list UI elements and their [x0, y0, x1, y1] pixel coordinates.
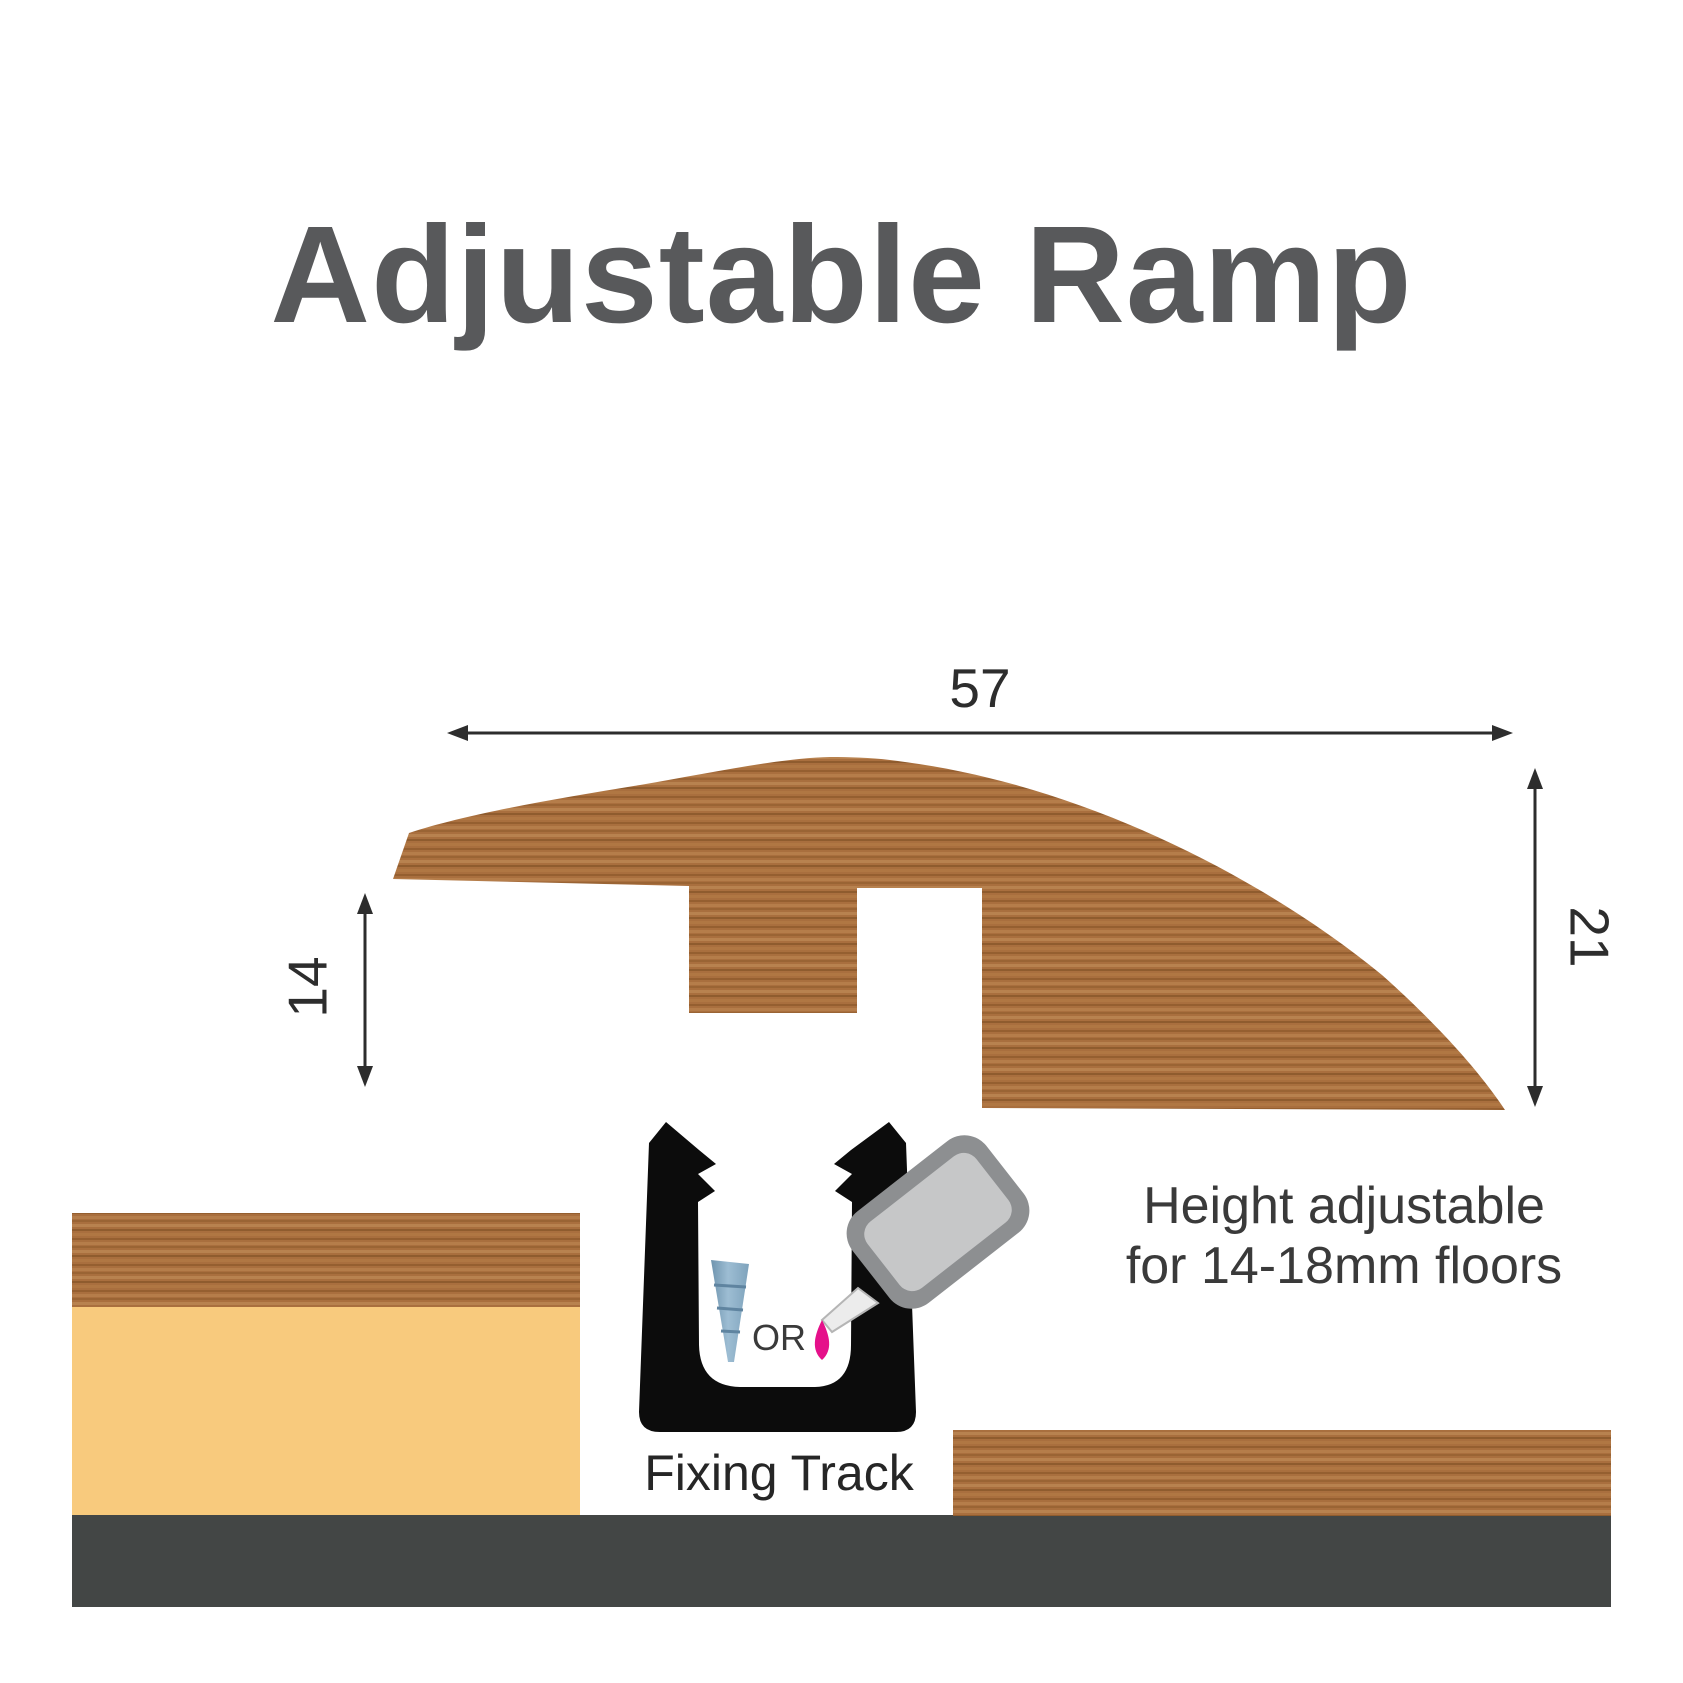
left-floor-underlay-layer: [72, 1307, 580, 1515]
width-dimension: 57: [447, 657, 1513, 741]
width-arrow-left-icon: [447, 725, 468, 741]
width-dimension-label: 57: [949, 657, 1010, 719]
note-line-2: for 14-18mm floors: [1125, 1237, 1563, 1295]
left-height-arrow-bottom-icon: [357, 1066, 373, 1087]
note-line-1: Height adjustable: [1143, 1177, 1545, 1235]
or-label: OR: [752, 1317, 806, 1358]
glue-nozzle: [820, 1286, 880, 1334]
ramp-profile-shape: [393, 757, 1505, 1110]
right-floor-plank: [953, 1430, 1611, 1516]
fixing-track-label: Fixing Track: [644, 1445, 915, 1501]
left-height-dimension: 14: [277, 893, 373, 1087]
right-height-arrow-top-icon: [1527, 768, 1543, 789]
left-height-dimension-label: 14: [277, 956, 339, 1017]
right-height-dimension: 21: [1527, 768, 1620, 1107]
glue-bottle-label-area: [864, 1152, 1012, 1292]
fixing-track-shape: [639, 1122, 916, 1432]
subfloor-strip: [72, 1515, 1611, 1607]
page-title: Adjustable Ramp: [270, 198, 1413, 352]
screw-icon: [711, 1260, 749, 1362]
left-floor-wood-layer: [72, 1213, 580, 1307]
glue-bottle-icon: [814, 1135, 1030, 1360]
width-arrow-right-icon: [1492, 725, 1513, 741]
left-height-arrow-top-icon: [357, 893, 373, 914]
right-height-dimension-label: 21: [1558, 906, 1620, 967]
glue-drop-icon: [814, 1320, 830, 1360]
left-floor-assembly: [72, 1213, 580, 1515]
height-adjustable-note: Height adjustable for 14-18mm floors: [1126, 1176, 1562, 1296]
right-height-arrow-bottom-icon: [1527, 1086, 1543, 1107]
